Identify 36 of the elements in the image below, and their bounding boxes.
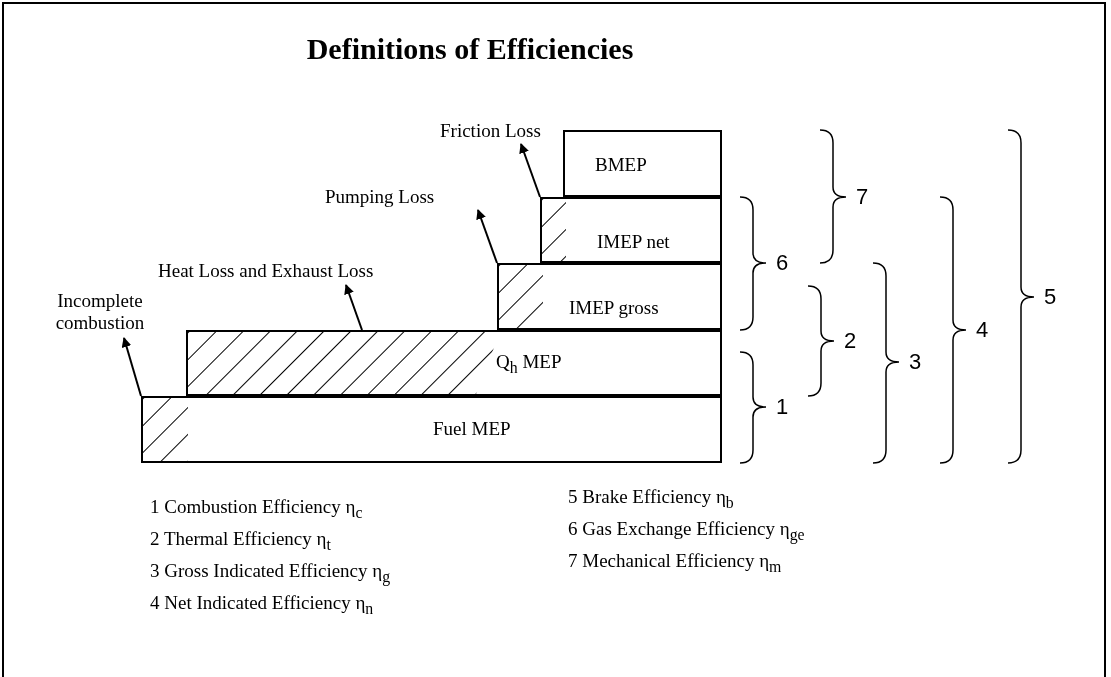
legend-text: 6 Gas Exchange Efficiency η$_{ge}$ [568,518,805,544]
legend-text: 4 Net Indicated Efficiency η$_{n}$ [150,592,374,618]
legend-text: 1 Combustion Efficiency η$_{c}$ [150,496,363,522]
legend-text: 5 Brake Efficiency η$_{b}$ [568,486,734,512]
title: Definitions of Efficiencies [305,32,635,66]
brace-number: 7 [856,184,869,210]
arrow [476,209,498,264]
mep-band [141,396,722,463]
arrow [121,337,142,397]
band-label: IMEP net [597,231,670,253]
brace-number: 5 [1044,284,1057,310]
arrow [344,284,363,331]
loss-label: Incomplete combustion [40,290,160,334]
brace-number: 6 [776,250,789,276]
brace-number: 2 [844,328,857,354]
legend-text: 7 Mechanical Efficiency η$_{m}$ [568,550,782,576]
loss-label: Heat Loss and Exhaust Loss [158,260,374,282]
band-label: BMEP [595,154,647,176]
arrow [519,143,541,198]
brace-number: 3 [909,349,922,375]
hatched-area [499,265,543,328]
mep-band [497,263,722,330]
brace-number: 4 [976,317,989,343]
mep-band [540,197,722,263]
legend-text: 2 Thermal Efficiency η$_{t}$ [150,528,331,554]
brace-number: 1 [776,394,789,420]
hatched-area [143,398,188,461]
mep-band [563,130,722,197]
band-label: Fuel MEP [433,418,511,440]
band-label: IMEP gross [569,297,659,319]
loss-label: Pumping Loss [325,186,435,208]
loss-label: Friction Loss [440,120,541,142]
mep-band [186,330,722,396]
legend-text: 3 Gross Indicated Efficiency η$_{g}$ [150,560,391,586]
hatched-area [542,199,566,261]
band-label: Q$_{h}$ MEP [496,351,562,377]
